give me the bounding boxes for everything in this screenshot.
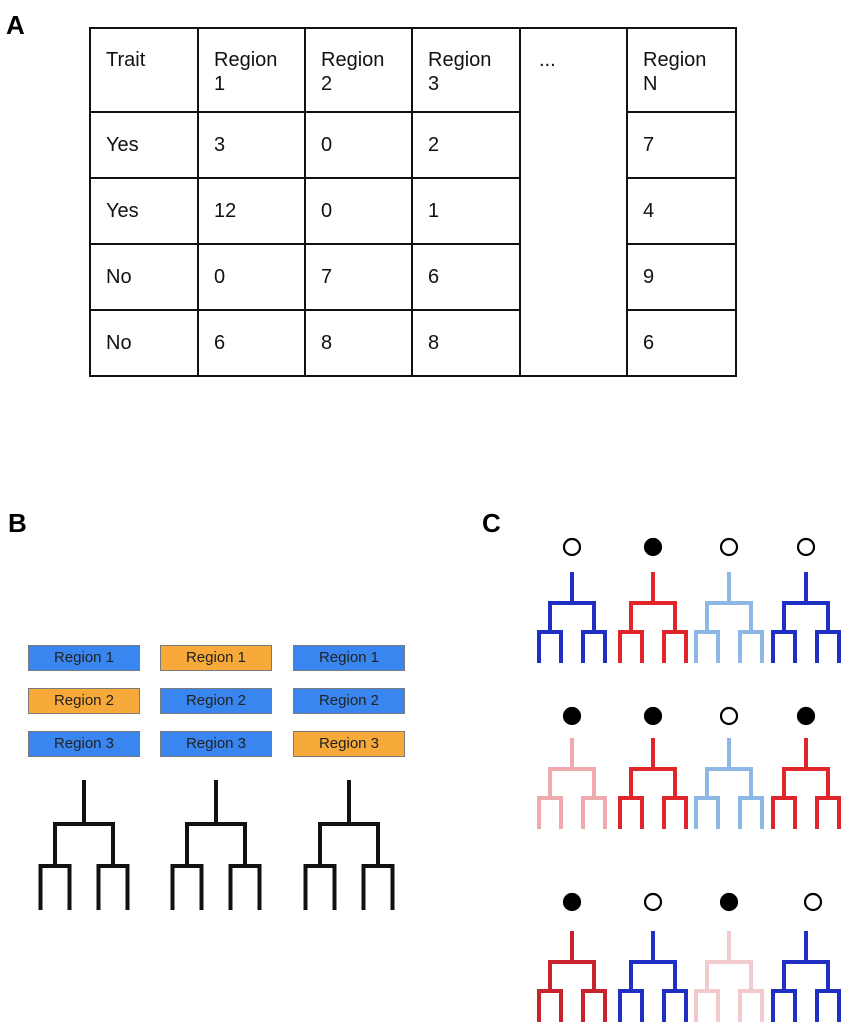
header-cell: Region 2 — [304, 27, 413, 113]
trait-marker-filled — [643, 706, 663, 726]
trait-marker-open — [562, 537, 582, 557]
region-box-1-2: Region 2 — [28, 688, 140, 714]
table-row: No 0 7 6 9 — [89, 243, 737, 311]
trait-marker-filled — [796, 706, 816, 726]
trait-marker-filled — [562, 892, 582, 912]
table-cell: 7 — [626, 111, 737, 179]
table-cell: No — [89, 243, 199, 311]
ellipsis-column: ... — [519, 27, 628, 377]
table-cell: 0 — [304, 111, 413, 179]
header-cell: Region N — [626, 27, 737, 113]
table-cell: 9 — [626, 243, 737, 311]
trait-marker-filled — [643, 537, 663, 557]
tree-c-r2-2 — [618, 738, 688, 829]
trait-marker-open — [719, 706, 739, 726]
table-cell: 6 — [411, 243, 521, 311]
trait-marker-open — [803, 892, 823, 912]
tree-b-3 — [303, 780, 395, 910]
table-cell: 1 — [411, 177, 521, 245]
region-count-table: Trait Region 1 Region 2 Region 3 ... Reg… — [89, 27, 737, 377]
tree-c-r1-2 — [618, 572, 688, 663]
table-header-row: Trait Region 1 Region 2 Region 3 ... Reg… — [89, 27, 737, 377]
region-box-3-3: Region 3 — [293, 731, 405, 757]
panel-label-b: B — [8, 508, 27, 538]
tree-c-r3-1 — [537, 931, 607, 1022]
header-cell: Region 1 — [197, 27, 306, 113]
table-cell: 4 — [626, 177, 737, 245]
header-cell: Region 3 — [411, 27, 521, 113]
table-cell: No — [89, 309, 199, 377]
tree-c-r3-3 — [694, 931, 764, 1022]
table-cell: 12 — [197, 177, 306, 245]
trait-marker-open — [643, 892, 663, 912]
panel-label-a: A — [6, 10, 25, 40]
tree-c-r2-1 — [537, 738, 607, 829]
region-box-1-1: Region 1 — [28, 645, 140, 671]
panel-label-c: C — [482, 508, 501, 538]
region-box-1-3: Region 3 — [28, 731, 140, 757]
region-box-3-2: Region 2 — [293, 688, 405, 714]
tree-c-r3-4 — [771, 931, 841, 1022]
tree-c-r1-3 — [694, 572, 764, 663]
tree-c-r3-2 — [618, 931, 688, 1022]
table-row: Yes 12 0 1 4 — [89, 177, 737, 245]
table-cell: 0 — [304, 177, 413, 245]
tree-c-r1-4 — [771, 572, 841, 663]
table-cell: Yes — [89, 111, 199, 179]
tree-c-r1-1 — [537, 572, 607, 663]
region-box-2-2: Region 2 — [160, 688, 272, 714]
table-cell: 2 — [411, 111, 521, 179]
tree-c-r2-3 — [694, 738, 764, 829]
trait-marker-open — [719, 537, 739, 557]
trait-marker-open — [796, 537, 816, 557]
region-box-2-3: Region 3 — [160, 731, 272, 757]
header-cell: Trait — [89, 27, 199, 113]
table-row: Yes 3 0 2 7 — [89, 111, 737, 179]
region-box-2-1: Region 1 — [160, 645, 272, 671]
table-cell: 8 — [411, 309, 521, 377]
table-cell: 6 — [626, 309, 737, 377]
table-cell: 3 — [197, 111, 306, 179]
table-cell: Yes — [89, 177, 199, 245]
region-box-3-1: Region 1 — [293, 645, 405, 671]
table-cell: 7 — [304, 243, 413, 311]
table-row: No 6 8 8 6 — [89, 309, 737, 377]
tree-b-1 — [38, 780, 130, 910]
table-cell: 8 — [304, 309, 413, 377]
trait-marker-filled — [562, 706, 582, 726]
tree-c-r2-4 — [771, 738, 841, 829]
table-cell: 6 — [197, 309, 306, 377]
trait-marker-filled — [719, 892, 739, 912]
table-cell: 0 — [197, 243, 306, 311]
tree-b-2 — [170, 780, 262, 910]
